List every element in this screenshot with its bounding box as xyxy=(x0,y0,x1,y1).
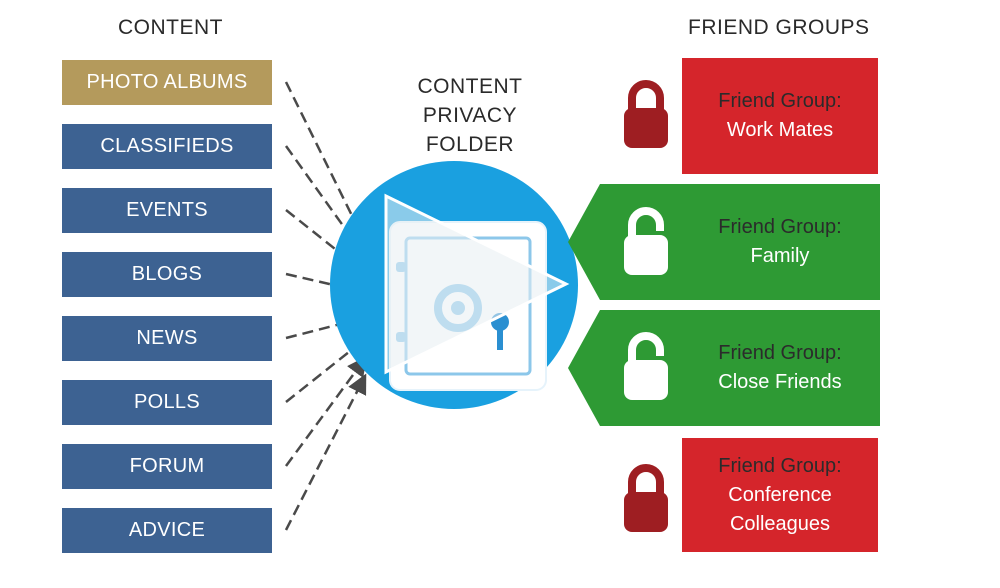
content-heading: CONTENT xyxy=(118,16,223,39)
friend-group-close-friends: Friend Group: Close Friends xyxy=(682,310,878,426)
friend-group-title: Friend Group: xyxy=(718,90,842,112)
lock-closed-icon xyxy=(624,464,668,532)
friend-groups-heading: FRIEND GROUPS xyxy=(688,16,870,39)
friend-group-title: Friend Group: xyxy=(718,216,842,238)
friend-group-name: Colleagues xyxy=(729,512,831,535)
friend-group-name: Close Friends xyxy=(718,371,842,393)
folder-label-line: CONTENT xyxy=(417,75,523,98)
lock-open-icon xyxy=(624,332,668,400)
friend-group-work-mates: Friend Group: Work Mates xyxy=(682,58,878,174)
folder-label-line: PRIVACY xyxy=(422,104,518,127)
friend-group-title: Friend Group: xyxy=(718,454,842,477)
content-item-blogs: BLOGS xyxy=(62,252,272,297)
lock-closed-icon xyxy=(624,80,668,148)
content-privacy-folder-label: CONTENT PRIVACY FOLDER xyxy=(410,72,530,159)
friend-group-conference-colleagues: Friend Group: Conference Colleagues xyxy=(682,438,878,552)
content-item-classifieds: CLASSIFIEDS xyxy=(62,124,272,169)
content-item-forum: FORUM xyxy=(62,444,272,489)
friend-group-family: Friend Group: Family xyxy=(682,184,878,300)
content-item-advice: ADVICE xyxy=(62,508,272,553)
content-item-polls: POLLS xyxy=(62,380,272,425)
friend-group-name: Family xyxy=(750,245,810,267)
arrow-news xyxy=(285,312,369,340)
content-item-news: NEWS xyxy=(62,316,272,361)
friend-group-title: Friend Group: xyxy=(718,342,842,364)
content-item-events: EVENTS xyxy=(62,188,272,233)
arrow-photo-albums xyxy=(284,81,367,245)
arrow-advice xyxy=(284,373,367,531)
folder-label-line: FOLDER xyxy=(425,133,515,156)
play-icon xyxy=(384,193,570,375)
content-item-photo-albums: PHOTO ALBUMS xyxy=(62,60,272,105)
lock-open-icon xyxy=(624,207,668,275)
arrow-blogs xyxy=(285,272,369,299)
friend-group-name: Work Mates xyxy=(726,119,834,141)
friend-group-name: Conference xyxy=(728,483,832,506)
